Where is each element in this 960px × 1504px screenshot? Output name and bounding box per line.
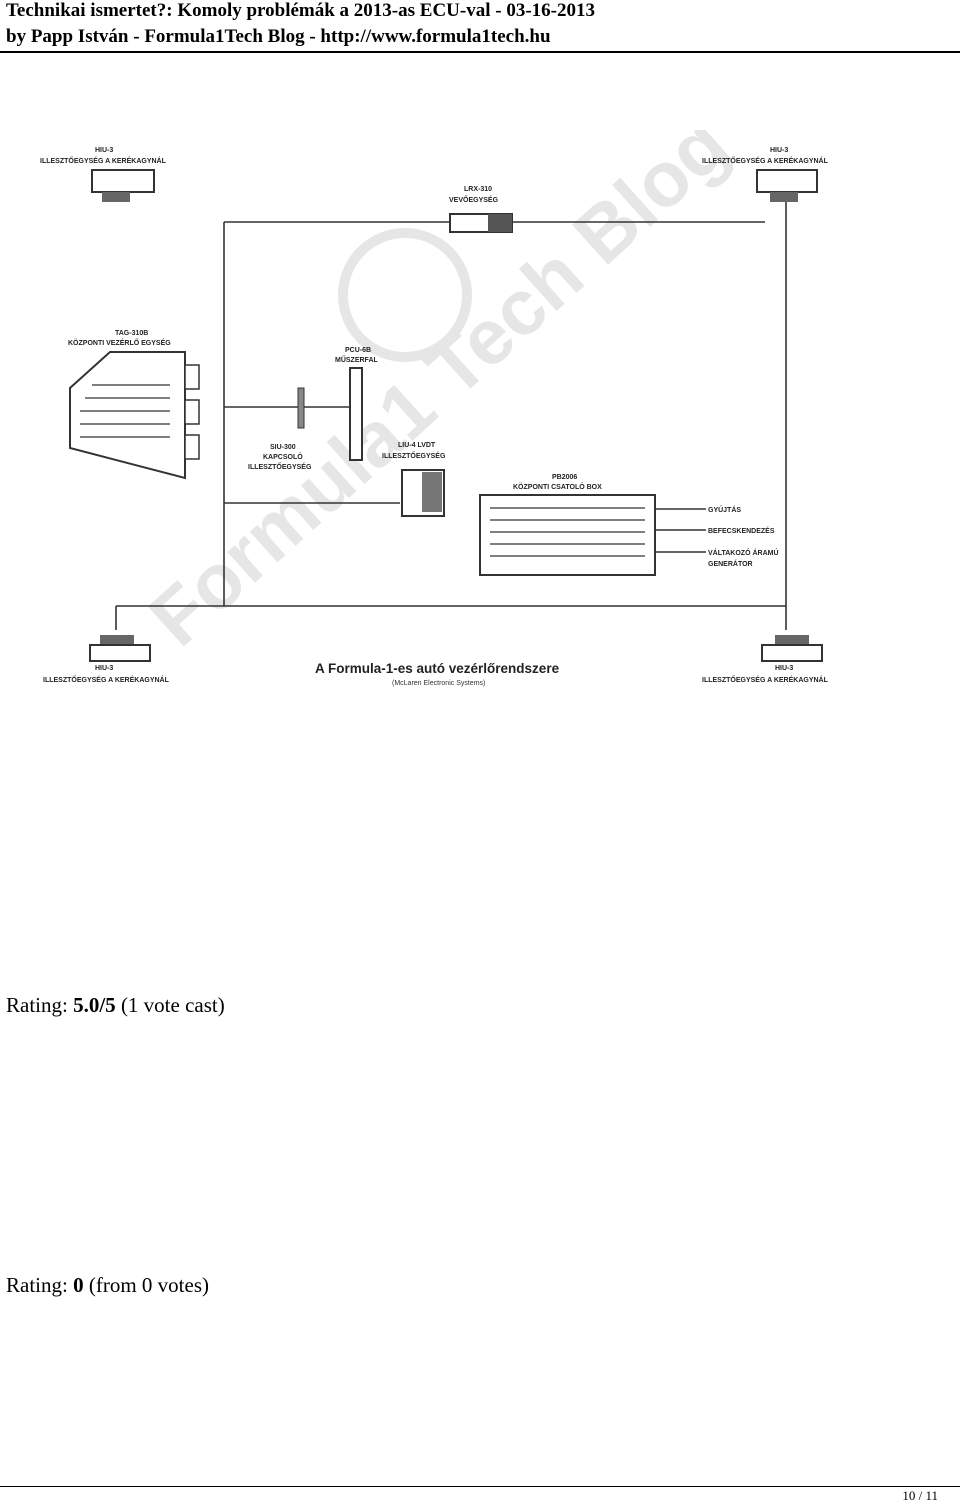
output-ignition-label: GYÚJTÁS <box>708 505 741 514</box>
hiu-bottom-right-unit: HIU-3 ILLESZTŐEGYSÉG A KERÉKAGYNÁL <box>702 635 829 684</box>
diagram-caption-sub: (McLaren Electronic Systems) <box>392 680 485 687</box>
hiu-bottom-right-label-2: ILLESZTŐEGYSÉG A KERÉKAGYNÁL <box>702 675 829 684</box>
hiu-top-left-unit: HIU-3 ILLESZTŐEGYSÉG A KERÉKAGYNÁL <box>40 147 167 202</box>
rating-line-2: Rating: 0 (from 0 votes) <box>6 1273 209 1298</box>
siu-label-1: SIU-300 <box>270 444 296 451</box>
hiu-top-left-label-2: ILLESZTŐEGYSÉG A KERÉKAGYNÁL <box>40 156 167 165</box>
lrx-label-2: VEVŐEGYSÉG <box>449 195 499 204</box>
pcu-label-2: MŰSZERFAL <box>335 355 379 364</box>
hiu-top-right-label-1: HIU-3 <box>770 147 788 154</box>
siu-label-2: KAPCSOLÓ <box>263 452 303 461</box>
document-title: Technikai ismertet?: Komoly problémák a … <box>6 0 595 21</box>
tag-label-2: KÖZPONTI VEZÉRLŐ EGYSÉG <box>68 338 171 347</box>
rating-2-suffix: (from 0 votes) <box>83 1273 209 1297</box>
liu-label-1: LIU-4 LVDT <box>398 442 436 449</box>
pcu-dashboard-unit: PCU-6B MŰSZERFAL <box>335 347 379 461</box>
diagram-caption: A Formula-1-es autó vezérlőrendszere <box>315 661 560 676</box>
pb-label-2: KÖZPONTI CSATOLÓ BOX <box>513 482 602 491</box>
rating-1-prefix: Rating: <box>6 993 74 1017</box>
siu-label-3: ILLESZTŐEGYSÉG <box>248 462 312 471</box>
output-alternator-label-2: GENERÁTOR <box>708 559 753 568</box>
siu-switch-unit: SIU-300 KAPCSOLÓ ILLESZTŐEGYSÉG <box>248 387 312 471</box>
pcu-label-1: PCU-6B <box>345 347 371 354</box>
rating-2-prefix: Rating: <box>6 1273 74 1297</box>
ecu-system-diagram: Formula1 Tech Blog HIU-3 ILLESZTŐEGYSÉG … <box>30 130 910 700</box>
hiu-top-left-label-1: HIU-3 <box>95 147 113 154</box>
pb2006-coupler-box: PB2006 KÖZPONTI CSATOLÓ BOX <box>479 474 656 576</box>
liu-label-2: ILLESZTŐEGYSÉG <box>382 451 446 460</box>
liu-lvdt-unit: LIU-4 LVDT ILLESZTŐEGYSÉG <box>382 442 446 517</box>
copyright-mark-icon <box>338 228 472 362</box>
hiu-bottom-left-label-2: ILLESZTŐEGYSÉG A KERÉKAGYNÁL <box>43 675 170 684</box>
tag-label-1: TAG-310B <box>115 330 148 337</box>
header-divider <box>0 51 960 53</box>
hiu-top-right-label-2: ILLESZTŐEGYSÉG A KERÉKAGYNÁL <box>702 156 829 165</box>
hiu-bottom-right-label-1: HIU-3 <box>775 665 793 672</box>
document-byline: by Papp István - Formula1Tech Blog - htt… <box>6 26 551 47</box>
page-number: 10 / 11 <box>902 1488 938 1503</box>
lrx-receiver-unit: LRX-310 VEVŐEGYSÉG <box>449 186 513 233</box>
hiu-top-right-unit: HIU-3 ILLESZTŐEGYSÉG A KERÉKAGYNÁL <box>702 147 829 202</box>
hiu-bottom-left-label-1: HIU-3 <box>95 665 113 672</box>
lrx-label-1: LRX-310 <box>464 186 492 193</box>
tag-ecu-unit: TAG-310B KÖZPONTI VEZÉRLŐ EGYSÉG <box>68 330 200 480</box>
pb-label-1: PB2006 <box>552 474 577 481</box>
hiu-bottom-left-unit: HIU-3 ILLESZTŐEGYSÉG A KERÉKAGYNÁL <box>43 635 170 684</box>
rating-line-1: Rating: 5.0/5 (1 vote cast) <box>6 993 225 1018</box>
footer-divider <box>0 1486 960 1487</box>
output-injection-label: BEFECSKENDEZÉS <box>708 526 775 535</box>
rating-2-value: 0 <box>73 1273 84 1297</box>
rating-1-value: 5.0/5 <box>73 993 116 1017</box>
output-alternator-label-1: VÁLTAKOZÓ ÁRAMÚ <box>708 548 779 557</box>
rating-1-suffix: (1 vote cast) <box>115 993 225 1017</box>
